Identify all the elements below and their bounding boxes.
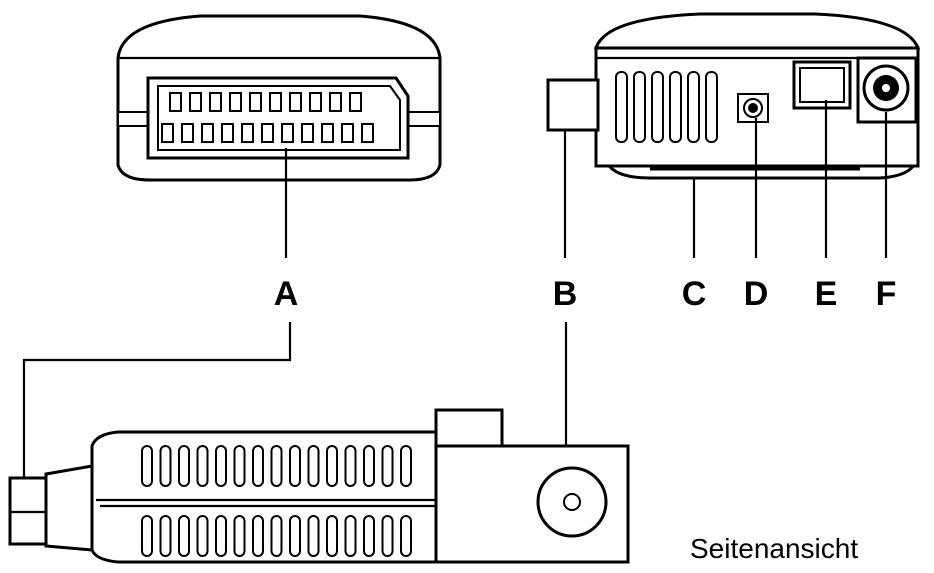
vent-slot: [289, 445, 301, 487]
vent-slot: [633, 71, 646, 143]
label-b: B: [553, 275, 578, 313]
side-view: [8, 322, 630, 564]
vent-slot: [270, 515, 283, 557]
scart-pin: [309, 92, 322, 112]
vent-slot: [233, 515, 246, 557]
vent-slot: [344, 445, 357, 487]
vent-slot: [289, 515, 301, 557]
vent-slot: [141, 445, 153, 487]
vent-slot: [178, 445, 190, 487]
scart-pin: [189, 92, 202, 112]
back-panel-view: [546, 12, 921, 258]
vent-slot: [252, 515, 264, 557]
vent-slot: [326, 515, 338, 557]
end-block: [434, 444, 630, 564]
side-tab-top: [434, 408, 504, 452]
scart-pin: [269, 92, 282, 112]
vent-slot: [307, 515, 320, 557]
vent-slot: [159, 515, 172, 557]
caption: Seitenansicht: [690, 533, 858, 564]
vent-slot: [307, 445, 320, 487]
vent-slot: [344, 515, 357, 557]
scart-pin: [169, 92, 182, 112]
vent-slot: [159, 445, 172, 487]
vent-slot: [400, 445, 412, 487]
vent-slot: [196, 445, 209, 487]
vent-slot: [363, 515, 375, 557]
scart-pin: [341, 123, 354, 143]
scart-connector-view: [116, 14, 442, 258]
vent-slot: [615, 71, 628, 143]
scart-pin: [181, 123, 194, 143]
vent-slot: [687, 71, 700, 143]
scart-pin: [209, 92, 222, 112]
side-tab: [546, 78, 600, 132]
vent-slot: [669, 71, 682, 143]
vent-slot: [178, 515, 190, 557]
scart-pin: [249, 92, 262, 112]
scart-pin: [221, 123, 234, 143]
scart-pin: [261, 123, 274, 143]
label-d: D: [744, 275, 769, 313]
scart-pin: [201, 123, 214, 143]
scart-pin: [301, 123, 314, 143]
vent-slot: [400, 515, 412, 557]
vent-slot: [196, 515, 209, 557]
scart-pins: [161, 92, 374, 143]
scart-pin: [349, 92, 362, 112]
vent-slot: [381, 515, 394, 557]
label-e: E: [815, 275, 838, 313]
vent-slot: [270, 445, 283, 487]
vent-slot: [141, 515, 153, 557]
scart-pin: [161, 123, 174, 143]
vent-slot: [705, 71, 718, 143]
vent-slot: [233, 445, 246, 487]
vent-slot: [252, 445, 264, 487]
vent-slots: [615, 71, 718, 143]
label-c: C: [682, 275, 707, 313]
vent-slot: [326, 445, 338, 487]
scart-pin: [241, 123, 254, 143]
scart-pin: [329, 92, 342, 112]
vent-slot: [215, 515, 227, 557]
scart-pin: [361, 123, 374, 143]
vent-slot: [363, 445, 375, 487]
vent-slot: [215, 445, 227, 487]
vent-slot: [381, 445, 394, 487]
side-vent-slots: [141, 445, 412, 557]
scart-pin: [321, 123, 334, 143]
label-a: A: [274, 275, 299, 313]
label-f: F: [876, 275, 897, 313]
scart-pin: [281, 123, 294, 143]
scart-pin: [229, 92, 242, 112]
vent-slot: [651, 71, 664, 143]
scart-pin: [289, 92, 302, 112]
